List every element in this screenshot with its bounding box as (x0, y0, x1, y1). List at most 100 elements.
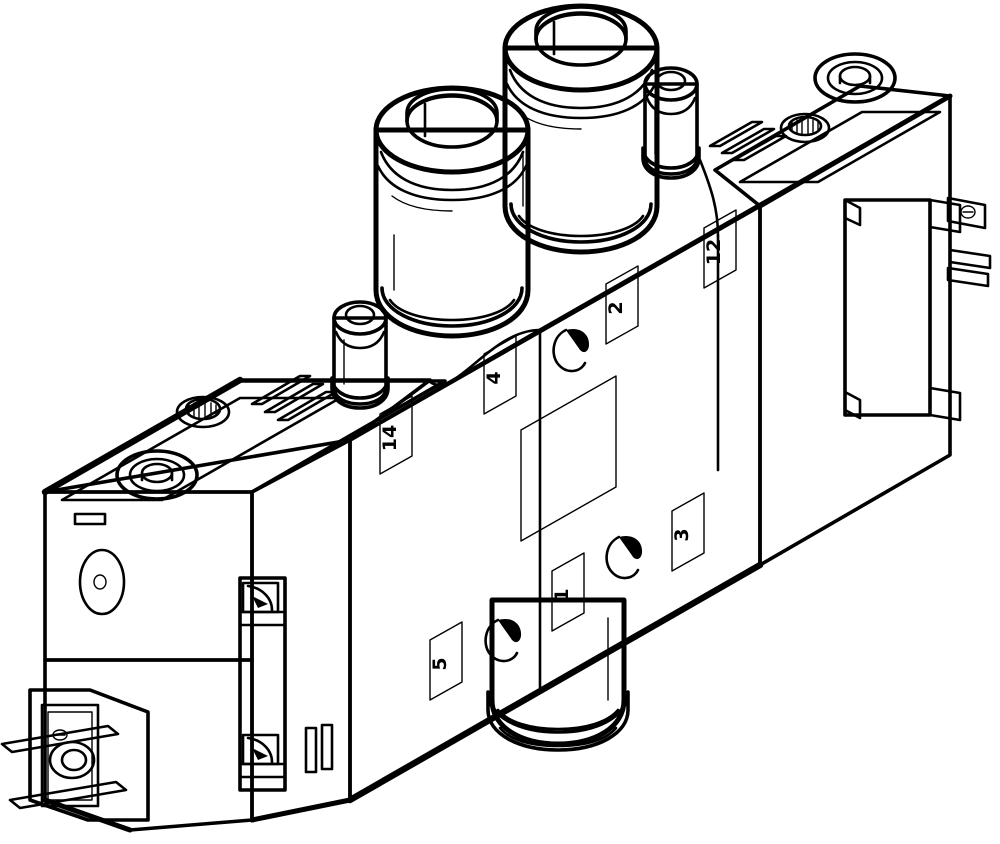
exhaust-slot-port-2 (552, 328, 590, 373)
port-label-boxes: 12 2 4 14 3 1 5 (379, 209, 737, 701)
connector-retaining-bar-upper (0, 724, 120, 754)
manual-override-right-slot (838, 74, 872, 85)
connector-pin-boss (48, 740, 96, 780)
exhaust-slots (484, 328, 643, 663)
spade-terminal-1[interactable] (948, 248, 992, 270)
exhaust-slot-port-3 (605, 535, 643, 580)
connector-housing (28, 688, 150, 822)
manual-override-left[interactable] (115, 449, 199, 501)
mounting-bracket-arrow-lower (252, 748, 268, 760)
seam-left-curve (428, 328, 542, 386)
edge-left-bottom (249, 797, 353, 823)
screw-thread-right-hatch (791, 118, 819, 135)
pilot-12-top-ring (643, 66, 699, 102)
port-label-4-text: 4 (483, 371, 505, 384)
right-bracket-flange-top (928, 198, 962, 234)
push-in-fitting-port-2 (502, 3, 660, 255)
body-seams (428, 234, 720, 692)
left-cap-notch (73, 512, 107, 526)
vent-ribs-right (708, 120, 788, 162)
left-face-oval-detail (78, 548, 126, 616)
mounting-bracket-tab-lower (238, 762, 287, 779)
port-label-12-box (703, 209, 737, 289)
manual-override-right[interactable] (813, 52, 897, 104)
mounting-bracket-arrow-upper (252, 596, 268, 608)
fitting-1-collar (486, 690, 630, 752)
screw-hole-right-outer (779, 112, 831, 144)
manual-override-right-outer (813, 52, 897, 104)
port-label-1-text: 1 (551, 588, 573, 601)
right-mounting-ear (946, 196, 987, 230)
valve-body (348, 84, 952, 802)
pilot-12-barrel (643, 82, 699, 176)
port-label-2-box (605, 265, 639, 345)
right-bracket-notch-bottom (843, 390, 862, 420)
vent-rib-right-3 (732, 134, 788, 162)
edge-connector-bottom (42, 797, 133, 833)
connector-face-plate (40, 703, 100, 808)
fitting-2-shoulder-3 (520, 113, 582, 130)
port-label-4: 4 (483, 335, 517, 415)
exhaust-slot-port-5 (484, 618, 522, 663)
connector-pin (60, 748, 88, 772)
pilot-12-bore (655, 70, 687, 92)
port-label-3-box (671, 492, 705, 572)
connector-retaining-bar-lower (8, 780, 128, 810)
pilot-14-barrel (332, 316, 388, 406)
vent-ribs-lower (304, 723, 334, 774)
port-label-4-box (483, 335, 517, 415)
right-bracket-notch-top (843, 198, 862, 227)
pilot-fitting-port-12 (641, 66, 701, 180)
right-bracket-flange-bottom (928, 386, 962, 422)
left-face-oval (78, 548, 126, 616)
fitting-2-shoulder-1 (508, 68, 654, 110)
port-label-1: 1 (551, 552, 585, 632)
right-pilot-seam-curve (698, 158, 720, 238)
pilot-14-shoulder (334, 330, 386, 350)
fitting-2-barrel (502, 45, 660, 255)
body-front-face (348, 204, 762, 802)
edge-left-top (41, 376, 244, 496)
port-label-12: 12 (703, 209, 737, 289)
mounting-bracket-tab-upper (238, 610, 287, 627)
exhaust-slot-3-arc (605, 535, 640, 580)
fitting-4-ring-a (380, 286, 524, 328)
mounting-bracket (238, 576, 287, 792)
port-label-1-box (551, 552, 585, 632)
vent-rib-right-2 (720, 127, 776, 155)
spade-terminal-2[interactable] (946, 266, 990, 288)
fitting-2-shoulder-2 (505, 82, 657, 120)
fitting-4-ring-b (388, 298, 516, 322)
pilot-fitting-port-14 (330, 300, 390, 410)
right-solenoid-assembly (843, 196, 992, 422)
port-label-5-box (429, 621, 463, 701)
exhaust-slot-2-tick (572, 337, 585, 349)
electrical-plug-connector[interactable] (0, 688, 150, 822)
manual-override-left-outer (115, 449, 199, 501)
right-bracket-panel (843, 198, 932, 417)
exhaust-slot-2-arc (552, 328, 587, 373)
right-pilot-top-face (713, 84, 952, 208)
fitting-2-bore-lip (534, 5, 628, 41)
port-label-14: 14 (379, 395, 413, 475)
port-label-5-text: 5 (429, 657, 451, 670)
push-in-fitting-port-4 (373, 85, 531, 339)
left-face-oval-center (93, 574, 107, 590)
port-label-12-text: 12 (703, 239, 725, 265)
pilot-14-top-ring (332, 300, 388, 336)
port-label-2-text: 2 (605, 301, 627, 314)
fitting-2-ring-a (509, 202, 653, 244)
fitting-4-shoulder-2 (376, 164, 528, 202)
connector-screw (52, 729, 68, 741)
manual-override-right-mid (826, 60, 884, 96)
manual-override-right-inner (838, 65, 872, 87)
connector-face-inner (47, 711, 93, 801)
right-pilot-inner-plate (738, 110, 942, 184)
pilot-12-shoulder (645, 96, 697, 116)
vent-rib-lower-1 (304, 726, 318, 774)
exhaust-slot-5-cap (498, 618, 522, 643)
exhaust-slot-3-cap (619, 535, 643, 560)
screw-hole-right-inner (787, 115, 823, 137)
screw-hole-left-outer (175, 395, 231, 429)
